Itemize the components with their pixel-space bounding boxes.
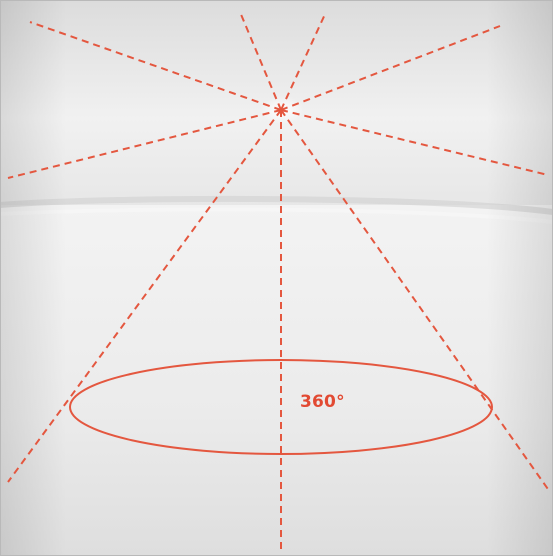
ray-right	[281, 110, 548, 175]
ray-down-right	[281, 110, 550, 492]
ray-down-left	[8, 110, 281, 482]
ray-up-left	[240, 12, 281, 110]
light-rays	[8, 12, 550, 552]
angle-label: 360°	[300, 392, 345, 412]
ray-upper-left	[30, 22, 281, 110]
ray-left	[8, 110, 281, 178]
